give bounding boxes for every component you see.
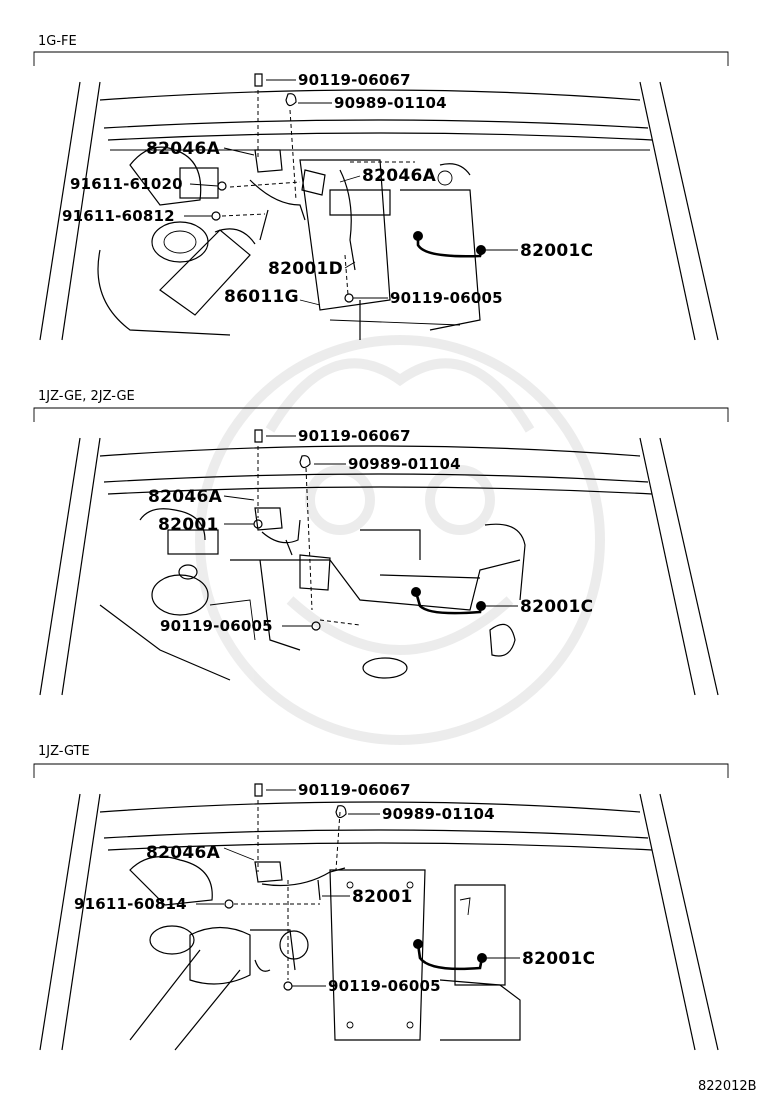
section-1g-fe: 1G-FE xyxy=(33,34,729,341)
label-bolt-90119-06067: 90119-06067 xyxy=(298,71,411,89)
label-clamp-82046a-right: 82046A xyxy=(362,166,437,186)
label-clamp-82046a: 82046A xyxy=(148,487,223,507)
label-clamp-90989-01104: 90989-01104 xyxy=(382,805,495,823)
label-clamp-90989-01104: 90989-01104 xyxy=(348,455,461,473)
label-clamp-82046a-left: 82046A xyxy=(146,139,221,159)
label-clamp-90989-01104: 90989-01104 xyxy=(334,94,447,112)
callouts xyxy=(184,79,518,306)
section-title: 1G-FE xyxy=(38,34,77,49)
section-bracket xyxy=(33,51,729,66)
label-wire-82001c: 82001C xyxy=(520,241,593,261)
label-bolt-90119-06005: 90119-06005 xyxy=(328,977,441,995)
label-wire-82001d: 82001D xyxy=(268,259,343,279)
label-bolt-91611-60812: 91611-60812 xyxy=(62,207,175,225)
label-bolt-91611-61020: 91611-61020 xyxy=(70,175,183,193)
label-bolt-90119-06005: 90119-06005 xyxy=(160,617,273,635)
engine-bay-outline xyxy=(39,793,719,1051)
label-bolt-90119-06005: 90119-06005 xyxy=(390,289,503,307)
section-1jz-gte: 1JZ-GTE xyxy=(33,744,729,1051)
section-bracket xyxy=(33,407,729,422)
label-bolt-90119-06067: 90119-06067 xyxy=(298,781,411,799)
label-wire-82001: 82001 xyxy=(158,515,219,535)
engine-bay-outline xyxy=(39,437,719,696)
watermark-logo xyxy=(195,335,605,745)
section-title: 1JZ-GTE xyxy=(38,744,90,759)
label-wire-82001c: 82001C xyxy=(520,597,593,617)
label-wire-82001: 82001 xyxy=(352,887,413,907)
label-sensor-86011g: 86011G xyxy=(224,287,299,307)
harness-and-fasteners xyxy=(211,73,486,303)
label-wire-82001c: 82001C xyxy=(522,949,595,969)
diagram-code: 822012B xyxy=(698,1079,757,1094)
section-1jz-ge-2jz-ge: 1JZ-GE, 2JZ-GE xyxy=(33,389,729,696)
label-bolt-90119-06067: 90119-06067 xyxy=(298,427,411,445)
callouts xyxy=(223,435,518,627)
harness-and-fasteners xyxy=(253,429,486,631)
section-bracket xyxy=(33,763,729,778)
label-bolt-91611-60814: 91611-60814 xyxy=(74,895,187,913)
section-title: 1JZ-GE, 2JZ-GE xyxy=(38,389,135,404)
harness-and-fasteners xyxy=(224,783,487,991)
callouts xyxy=(196,789,520,987)
label-clamp-82046a: 82046A xyxy=(146,843,221,863)
engine-bay-outline xyxy=(39,81,719,341)
